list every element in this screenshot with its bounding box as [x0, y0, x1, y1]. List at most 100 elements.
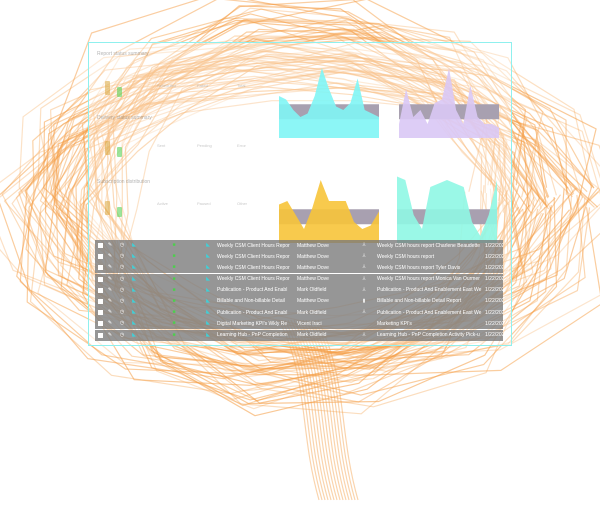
edit-icon[interactable]: ✎: [107, 331, 113, 338]
edit-icon[interactable]: ✎: [107, 320, 113, 327]
brain-stem-line: [296, 319, 338, 501]
widget-title: Delivery status summary: [97, 115, 152, 121]
owner: Matthew Dove: [297, 298, 329, 305]
table-row[interactable]: ✎ ◷ ◣ ■ ◣ Weekly CSM Client Hours Repor …: [95, 251, 503, 263]
pdf-format-icon: ⅄: [362, 253, 366, 260]
report-icon: ◣: [206, 253, 210, 260]
history-icon[interactable]: ◷: [119, 286, 125, 293]
report-name[interactable]: Digital Marketing KPI's Wkly Re: [217, 320, 288, 327]
brain-line: [15, 26, 586, 372]
report-name[interactable]: Weekly CSM Client Hours Repor: [217, 276, 290, 283]
brain-line: [56, 71, 491, 370]
report-name[interactable]: Billable and Non-billable Detail: [217, 298, 285, 305]
history-icon[interactable]: ◷: [119, 309, 125, 316]
brain-line: [120, 37, 554, 410]
brain-line: [55, 31, 586, 349]
edit-icon[interactable]: ✎: [107, 297, 113, 304]
next-run-time: 1/22/2024, 8:00:00 AM: [485, 309, 503, 316]
report-icon: ◣: [206, 264, 210, 271]
row-checkbox[interactable]: [98, 332, 103, 338]
history-icon[interactable]: ◷: [119, 242, 125, 248]
edit-icon[interactable]: ✎: [107, 264, 113, 271]
pdf-format-icon: ⅄: [362, 264, 366, 271]
area-chart-2: [399, 68, 499, 138]
table-row[interactable]: ✎ ◷ ◣ ■ ◣ Weekly CSM Client Hours Repor …: [95, 240, 503, 251]
brain-line: [89, 57, 526, 400]
brain-line: [11, 51, 508, 378]
report-icon: ◣: [132, 242, 136, 248]
report-name[interactable]: Weekly CSM Client Hours Repor: [217, 253, 290, 260]
edit-icon[interactable]: ✎: [107, 309, 113, 316]
brain-line: [113, 38, 544, 386]
brain-line: [60, 63, 505, 403]
report-name[interactable]: Learning Hub - PnP Completion: [217, 332, 288, 338]
row-checkbox[interactable]: [98, 287, 103, 293]
report-icon: ◣: [206, 320, 210, 327]
edit-icon[interactable]: ✎: [107, 286, 113, 293]
widget-label: Total: [237, 83, 246, 88]
report-icon: ◣: [206, 331, 210, 338]
row-checkbox[interactable]: [98, 276, 103, 282]
row-checkbox[interactable]: [98, 298, 103, 304]
history-icon[interactable]: ◷: [119, 275, 125, 282]
widget-title: Subscription distribution: [97, 179, 151, 185]
table-row[interactable]: ✎ ◷ ◣ ■ ◣ Publication - Product And Enab…: [95, 284, 503, 296]
report-icon: ◣: [132, 253, 136, 260]
brain-stem-line: [290, 319, 332, 501]
report-name[interactable]: Weekly CSM Client Hours Repor: [217, 264, 290, 271]
table-row[interactable]: ✎ ◷ ◣ ■ ◣ Learning Hub - PnP Completion …: [95, 329, 503, 341]
report-name[interactable]: Publication - Product And Enabl: [217, 309, 288, 316]
next-run-time: 1/22/2024, 7:00:00 AM: [485, 320, 503, 327]
table-row[interactable]: ✎ ◷ ◣ ■ ◣ Digital Marketing KPI's Wkly R…: [95, 318, 503, 330]
widget-label: Sent: [157, 143, 166, 148]
brain-line: [85, 54, 509, 355]
report-name[interactable]: Weekly CSM Client Hours Repor: [217, 242, 290, 249]
row-checkbox[interactable]: [98, 321, 103, 327]
history-icon[interactable]: ◷: [119, 264, 125, 271]
brain-stem-line: [278, 319, 320, 501]
chart-area: [399, 68, 499, 138]
report-name[interactable]: Publication - Product And Enabl: [217, 287, 288, 294]
brain-line: [1, 24, 575, 369]
none-format-icon: [357, 321, 371, 326]
brain-stem-line: [317, 319, 359, 501]
edit-icon[interactable]: ✎: [107, 275, 113, 282]
table-row[interactable]: ✎ ◷ ◣ ■ ◣ Weekly CSM Client Hours Repor …: [95, 262, 503, 274]
report-icon: ◣: [132, 309, 136, 316]
row-checkbox[interactable]: [98, 243, 103, 248]
subject: Weekly CSM hours report Charlene Beaudet…: [377, 242, 481, 249]
report-icon: ◣: [206, 309, 210, 316]
brain-stem-line: [308, 319, 350, 501]
owner: Mark Oldfield: [297, 309, 327, 316]
widget-label: Active: [157, 201, 168, 206]
table-row[interactable]: ✎ ◷ ◣ ■ ◣ Publication - Product And Enab…: [95, 307, 503, 319]
edit-icon[interactable]: ✎: [107, 242, 113, 248]
history-icon[interactable]: ◷: [119, 331, 125, 338]
status-bar-icon: [105, 201, 110, 215]
history-icon[interactable]: ◷: [119, 297, 125, 304]
next-run-time: 1/22/2024, 8:00:00 AM: [485, 298, 503, 305]
edit-icon[interactable]: ✎: [107, 253, 113, 260]
row-checkbox[interactable]: [98, 265, 103, 271]
table-row[interactable]: ✎ ◷ ◣ ■ ◣ Billable and Non-billable Deta…: [95, 295, 503, 307]
history-icon[interactable]: ◷: [119, 253, 125, 260]
row-checkbox[interactable]: [98, 254, 103, 260]
subject: Publication - Product And Enablement Eas…: [377, 287, 482, 294]
widget-label: Other: [237, 201, 248, 206]
status-icon: ■: [172, 320, 176, 327]
status-icon: ■: [172, 253, 176, 260]
brain-stem-line: [284, 319, 326, 501]
history-icon[interactable]: ◷: [119, 320, 125, 327]
report-icon: ◣: [206, 297, 210, 304]
excel-format-icon: ▮: [362, 297, 366, 304]
pdf-format-icon: ⅄: [362, 286, 366, 293]
subscriptions-table: ✎ ◷ ◣ ■ ◣ Weekly CSM Client Hours Repor …: [95, 240, 503, 341]
row-checkbox[interactable]: [98, 310, 103, 316]
table-row[interactable]: ✎ ◷ ◣ ■ ◣ Weekly CSM Client Hours Repor …: [95, 273, 503, 285]
brain-line: [37, 37, 592, 392]
widget-delivery-status: Delivery status summary Sent Pending Err…: [97, 115, 267, 175]
brain-line: [0, 0, 558, 396]
next-run-time: 1/22/2024, 8:30:00 AM: [485, 253, 503, 260]
subject: Weekly CSM hours report: [377, 253, 435, 260]
report-icon: ◣: [132, 264, 136, 271]
